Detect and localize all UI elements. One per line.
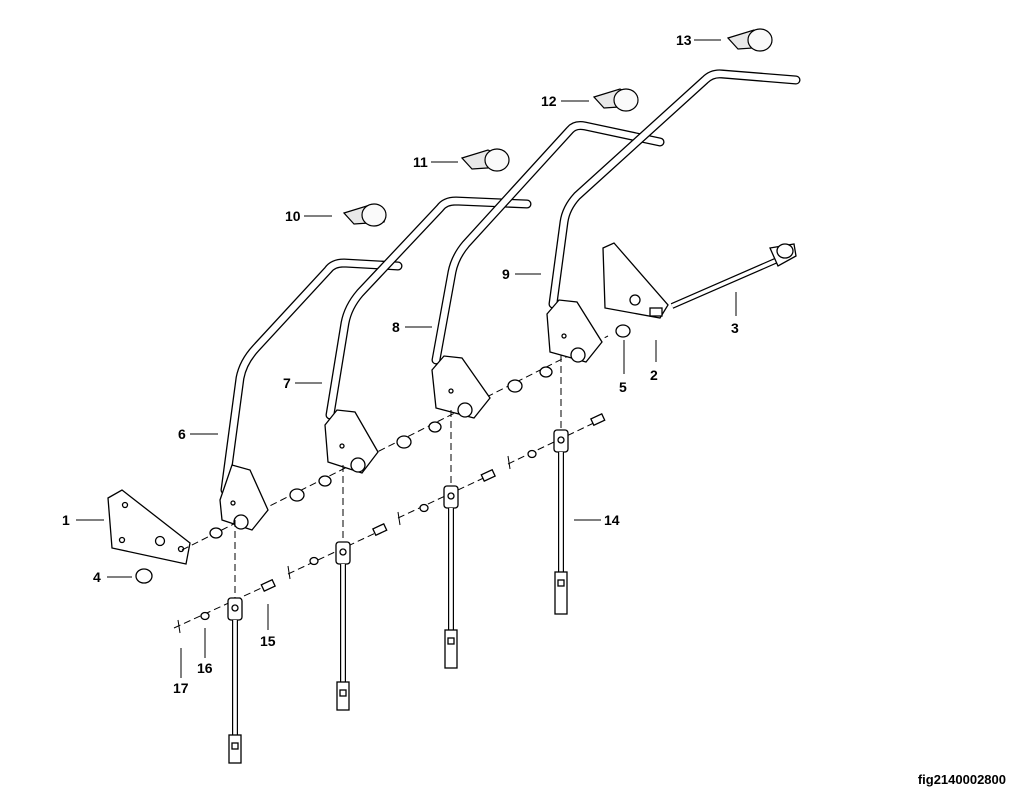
callout-12: 12 — [541, 93, 557, 109]
callout-labels: 1 2 3 4 5 6 7 8 9 10 11 12 13 14 15 16 1… — [62, 32, 739, 696]
control-lever-7 — [324, 196, 532, 474]
link-rod-1 — [173, 520, 276, 764]
callout-2: 2 — [650, 367, 658, 383]
control-lever-9 — [546, 69, 801, 363]
callout-1: 1 — [62, 512, 70, 528]
leader-lines — [76, 39, 737, 678]
link-rod-3 — [397, 410, 496, 669]
callout-6: 6 — [178, 426, 186, 442]
right-mounting-bracket — [602, 242, 669, 319]
callout-5: 5 — [619, 379, 627, 395]
callout-11: 11 — [413, 154, 428, 170]
left-mounting-bracket — [107, 489, 191, 565]
callout-7: 7 — [283, 375, 291, 391]
pivot-shaft — [670, 243, 797, 309]
knob-11 — [460, 148, 510, 172]
callout-4: 4 — [93, 569, 101, 585]
callout-3: 3 — [731, 320, 739, 336]
callout-10: 10 — [285, 208, 301, 224]
control-lever-6 — [219, 258, 403, 531]
figure-id: fig2140002800 — [918, 772, 1006, 787]
callout-17: 17 — [173, 680, 189, 696]
knob-12 — [592, 88, 639, 112]
pivot-hardware — [135, 324, 631, 584]
callout-14: 14 — [604, 512, 620, 528]
link-rod-2 — [287, 465, 388, 711]
callout-16: 16 — [197, 660, 213, 676]
knob-13 — [726, 28, 773, 52]
callout-9: 9 — [502, 266, 510, 282]
link-rod-4 — [507, 355, 606, 615]
callout-13: 13 — [676, 32, 692, 48]
callout-8: 8 — [392, 319, 400, 335]
control-lever-8 — [431, 121, 665, 419]
knob-10 — [342, 203, 387, 227]
callout-15: 15 — [260, 633, 276, 649]
